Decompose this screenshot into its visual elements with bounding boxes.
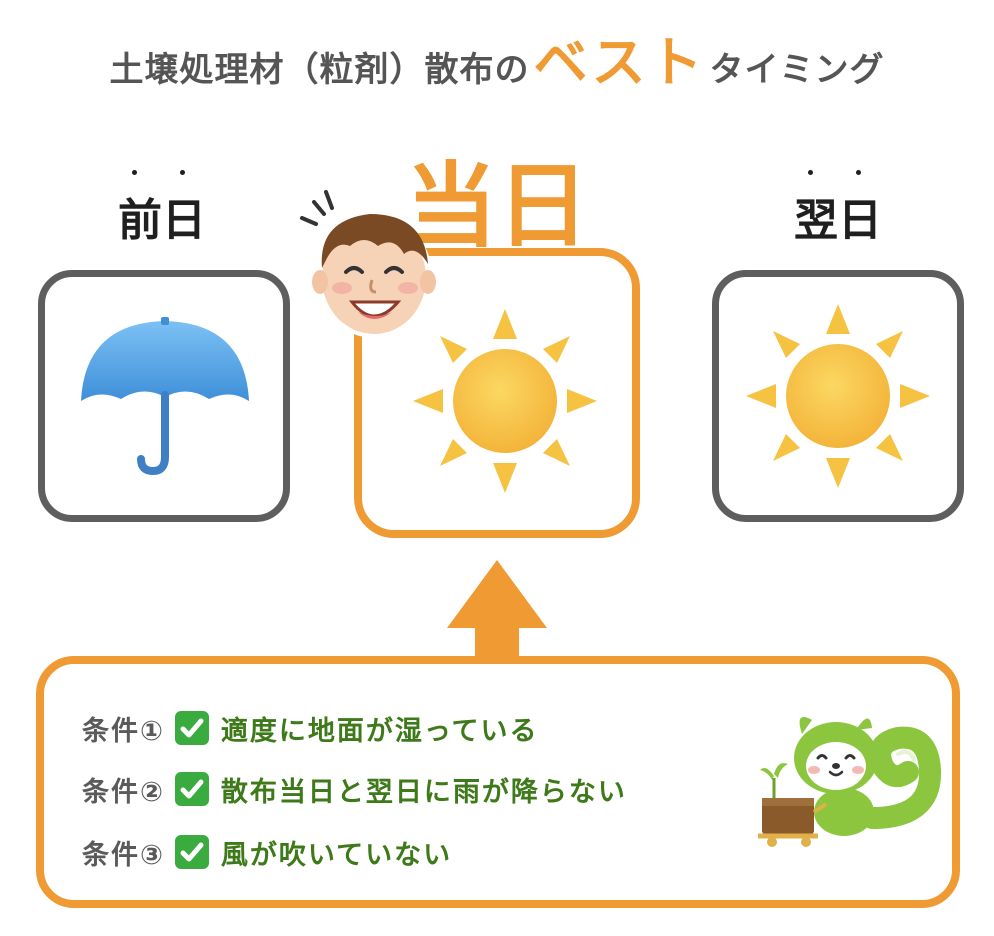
sun-icon	[746, 304, 930, 488]
umbrella-icon	[81, 317, 249, 476]
title-prefix: 土壌処理材（粒剤）散布の	[109, 50, 530, 90]
arrow-up-icon	[447, 560, 547, 660]
page-title: 土壌処理材（粒剤）散布の ベスト タイミング	[0, 18, 994, 98]
title-suffix: タイミング	[709, 50, 885, 90]
title-highlight: ベスト	[533, 31, 706, 94]
condition-text: 風が吹いていない	[220, 839, 453, 871]
day-label-before-text: 前日	[118, 195, 206, 246]
condition-row-1: 条件① 適度に地面が湿っている	[82, 706, 539, 750]
smiling-man-icon	[300, 190, 436, 338]
weather-box-before	[38, 270, 290, 522]
condition-text: 散布当日と翌日に雨が降らない	[220, 776, 627, 808]
weather-box-today	[354, 248, 640, 538]
condition-row-3: 条件③ 風が吹いていない	[82, 830, 452, 874]
condition-label: 条件①	[82, 715, 165, 747]
sun-icon	[413, 309, 597, 493]
emphasis-dots	[738, 170, 938, 180]
emphasis-dots	[62, 170, 262, 180]
condition-label: 条件③	[82, 839, 165, 871]
weather-box-after	[712, 270, 964, 522]
checkmark-icon	[174, 772, 209, 806]
condition-label: 条件②	[82, 776, 165, 808]
day-label-today: 当日	[404, 153, 589, 260]
checkmark-icon	[174, 711, 209, 745]
condition-text: 適度に地面が湿っている	[220, 715, 539, 747]
squirrel-mascot-icon	[758, 717, 942, 847]
day-label-before: 前日	[62, 170, 262, 248]
day-label-after: 翌日	[738, 170, 938, 248]
day-label-after-text: 翌日	[794, 195, 882, 246]
checkmark-icon	[174, 835, 209, 869]
condition-row-2: 条件② 散布当日と翌日に雨が降らない	[82, 767, 627, 811]
